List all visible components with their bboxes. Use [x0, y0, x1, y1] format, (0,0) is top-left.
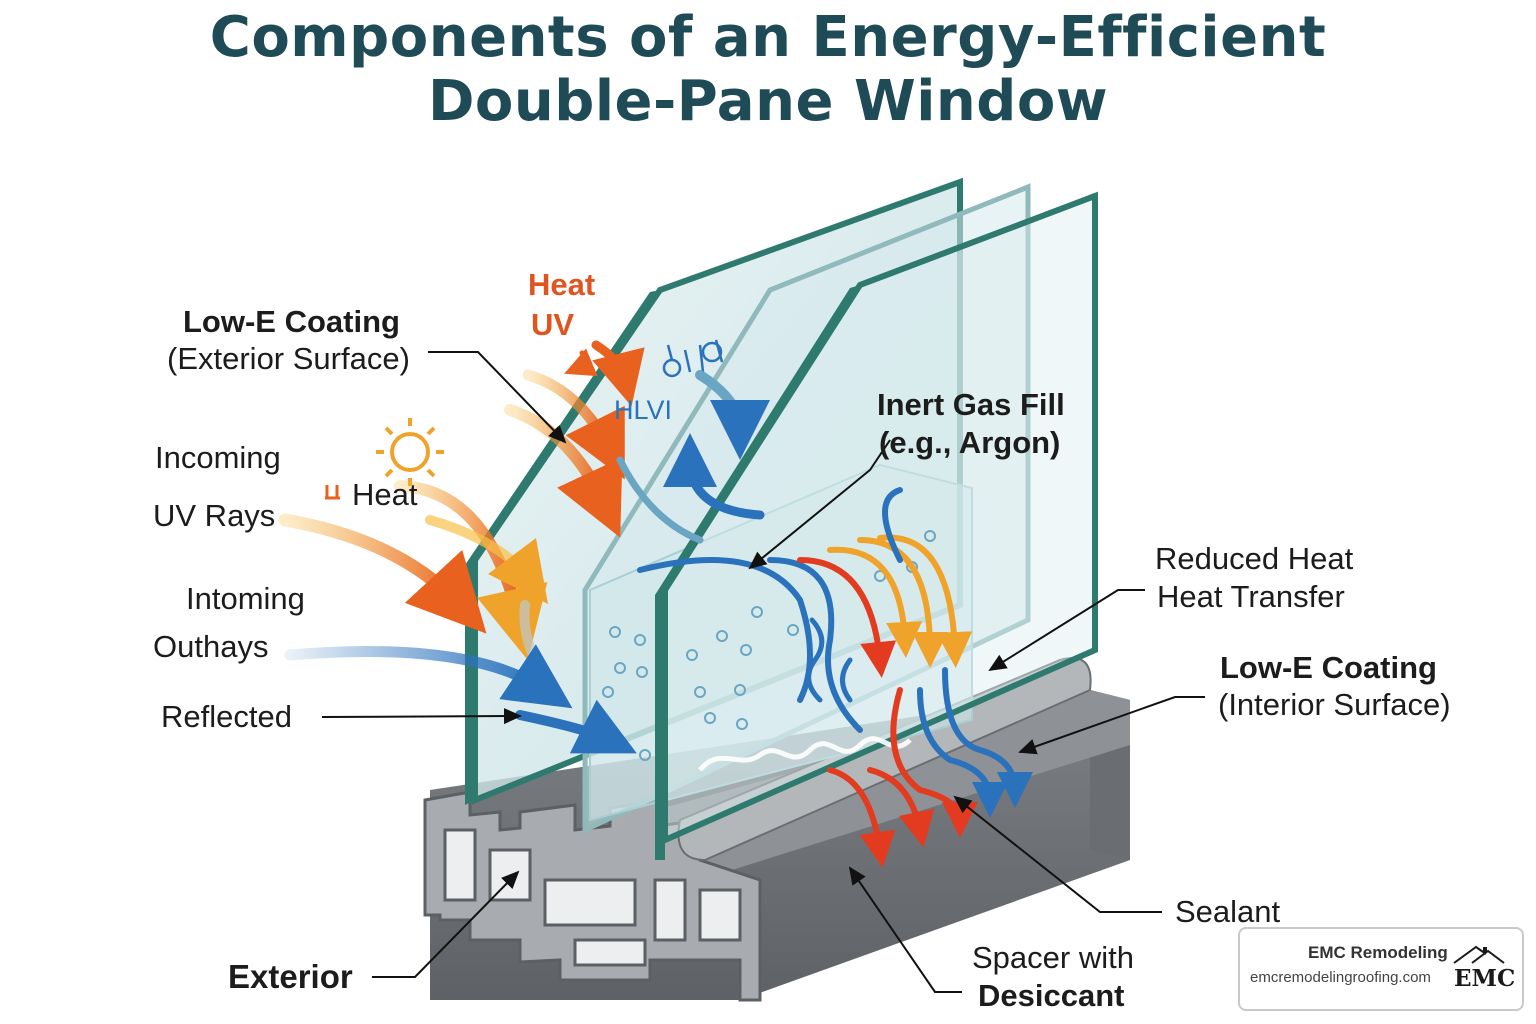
brand-name: EMC Remodeling — [1308, 943, 1448, 962]
house-roof-icon — [1453, 945, 1505, 964]
label-uv-rays: UV Rays — [153, 498, 276, 533]
label-low-e-interior-sub: (Interior Surface) — [1218, 687, 1451, 722]
label-reflected: Reflected — [161, 699, 292, 734]
incoming-energy-arrows — [278, 340, 770, 754]
label-heat-mid: Heat — [352, 477, 418, 512]
label-inert-gas-sub: (e.g., Argon) — [879, 425, 1061, 460]
label-incoming: Incoming — [155, 440, 281, 475]
label-outhays: Outhays — [153, 629, 269, 664]
label-low-e-interior-title: Low-E Coating — [1220, 650, 1437, 685]
label-intoming: Intoming — [186, 581, 305, 616]
label-exterior: Exterior — [228, 958, 353, 995]
title-line-1: Components of an Energy-Efficient — [209, 5, 1327, 70]
label-spacer-2: Desiccant — [978, 978, 1125, 1013]
brand-mark: EMC — [1454, 965, 1516, 992]
sun-icon — [376, 418, 444, 486]
brand-logo-box: EMC Remodeling emcremodelingroofing.com … — [1238, 927, 1524, 1011]
argon-bubbles — [602, 530, 936, 761]
label-reduced-heat-1: Reduced Heat — [1155, 541, 1354, 576]
molecule-icon — [662, 339, 724, 378]
label-heat-top: Heat — [528, 267, 596, 302]
label-low-e-exterior-title: Low-E Coating — [183, 304, 400, 339]
desiccant-coil — [698, 736, 912, 772]
label-reduced-heat-2: Heat Transfer — [1157, 579, 1345, 614]
label-uv-top: UV — [531, 307, 575, 342]
title-line-2: Double-Pane Window — [427, 69, 1109, 134]
label-hlvi: HLVI — [614, 395, 673, 425]
glass-pane-interior — [655, 191, 1098, 860]
label-sealant: Sealant — [1175, 894, 1281, 929]
heat-icon — [325, 485, 340, 500]
label-spacer-1: Spacer with — [972, 940, 1134, 975]
brand-url: emcremodelingroofing.com — [1250, 969, 1431, 986]
label-low-e-exterior-sub: (Exterior Surface) — [167, 341, 410, 376]
label-inert-gas-title: Inert Gas Fill — [877, 387, 1065, 422]
leader-lines — [321, 351, 1205, 993]
